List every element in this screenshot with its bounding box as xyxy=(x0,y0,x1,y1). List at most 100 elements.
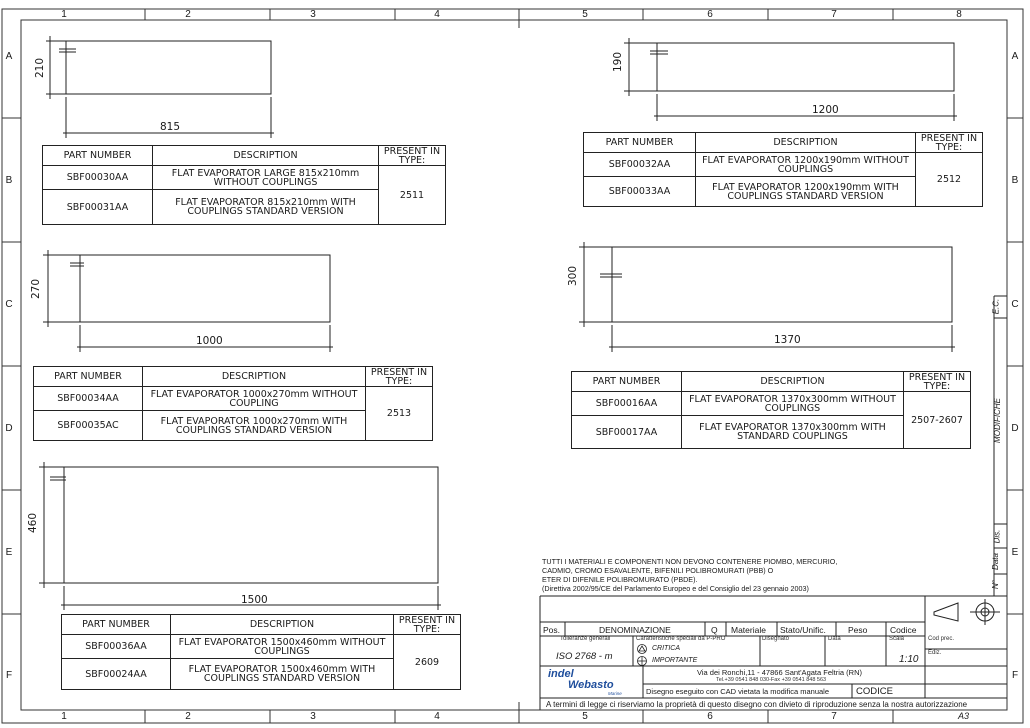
stato-label: Stato/Unific. xyxy=(780,625,826,635)
part-number-cell: SBF00032AA xyxy=(583,152,696,177)
title-block-frame xyxy=(539,595,1007,710)
tolleranze-label: Tolleranze generali xyxy=(560,636,611,642)
header-part-number: PART NUMBER xyxy=(33,366,143,387)
column-label: 1 xyxy=(61,711,67,722)
codice-column-label: Codice xyxy=(890,625,917,635)
pos-label: Pos. xyxy=(543,625,561,635)
ec-label: E.C. xyxy=(991,298,1001,315)
material-note-line: (Direttiva 2002/95/CE del Parlamento Eur… xyxy=(542,584,809,593)
header-present-in-type: PRESENT IN TYPE: xyxy=(915,132,983,153)
part-table: PART NUMBER DESCRIPTION PRESENT IN TYPE:… xyxy=(571,371,971,449)
revision-box-frame xyxy=(993,295,1007,596)
height-dimension: 270 xyxy=(30,278,43,300)
critica-symbol-icon xyxy=(637,644,647,654)
description-cell: FLAT EVAPORATOR 815x210mm WITH COUPLINGS… xyxy=(152,189,379,225)
part-table: PART NUMBER DESCRIPTION PRESENT IN TYPE:… xyxy=(583,132,983,207)
cod-prec-label: Cod prec. xyxy=(928,636,955,642)
column-label: 8 xyxy=(956,9,962,20)
height-dimension: 190 xyxy=(612,51,625,73)
part-number-cell: SBF00035AC xyxy=(33,410,143,441)
part-number-cell: SBF00034AA xyxy=(33,386,143,411)
evaporator-815-drawing xyxy=(46,36,274,138)
description-cell: FLAT EVAPORATOR 1370x300mm WITHOUT COUPL… xyxy=(681,391,904,416)
height-dimension: 210 xyxy=(34,57,47,79)
header-part-number: PART NUMBER xyxy=(583,132,696,153)
height-dimension: 300 xyxy=(567,265,580,287)
description-cell: FLAT EVAPORATOR 1200x190mm WITHOUT COUPL… xyxy=(695,152,916,177)
data-revision-label: Data xyxy=(990,553,1000,570)
material-note-line: CADMIO, CROMO ESAVALENTE, BIFENILI POLIB… xyxy=(542,566,774,575)
scala-label: Scala xyxy=(889,636,905,642)
data-label: Data xyxy=(828,636,841,642)
header-present-in-type: PRESENT IN TYPE: xyxy=(903,371,971,392)
evaporator-1500-drawing xyxy=(39,462,441,610)
column-label: 5 xyxy=(582,711,588,722)
header-present-in-type: PRESENT IN TYPE: xyxy=(393,614,461,635)
row-label: B xyxy=(1011,175,1019,186)
row-label: A xyxy=(1011,51,1019,62)
q-label: Q xyxy=(711,625,718,635)
column-label: 7 xyxy=(831,711,837,722)
width-dimension: 1500 xyxy=(241,594,268,606)
evaporator-1000-drawing xyxy=(43,250,333,352)
header-description: DESCRIPTION xyxy=(695,132,916,153)
column-label: 4 xyxy=(434,711,440,722)
dis-label: Dis. xyxy=(992,529,1002,544)
header-description: DESCRIPTION xyxy=(152,145,379,166)
height-dimension: 460 xyxy=(27,512,40,534)
ediz-label: Ediz. xyxy=(928,650,942,656)
type-cell: 2609 xyxy=(393,634,461,690)
importante-label: IMPORTANTE xyxy=(652,657,698,664)
critica-label: CRITICA xyxy=(652,645,680,652)
column-label: 2 xyxy=(185,9,191,20)
part-number-cell: SBF00017AA xyxy=(571,415,682,449)
materiale-label: Materiale xyxy=(731,625,766,635)
evaporator-1200-drawing xyxy=(624,38,957,121)
width-dimension: 815 xyxy=(160,121,181,133)
row-label: C xyxy=(1011,299,1019,310)
row-label: D xyxy=(1011,423,1019,434)
header-part-number: PART NUMBER xyxy=(42,145,153,166)
column-label: 7 xyxy=(831,9,837,20)
type-cell: 2512 xyxy=(915,152,983,207)
number-label: N° xyxy=(990,580,1000,589)
company-phone: Tel.+39 0541 848 030-Fax +39 0541 848 56… xyxy=(716,677,827,683)
scale-value: 1:10 xyxy=(899,654,919,665)
modifiche-label: MODIFICHE xyxy=(992,398,1002,443)
column-label: 6 xyxy=(707,711,713,722)
type-cell: 2511 xyxy=(378,165,446,225)
logo-webasto: Webasto xyxy=(568,679,614,691)
row-label: F xyxy=(5,670,13,681)
part-table: PART NUMBER DESCRIPTION PRESENT IN TYPE:… xyxy=(33,366,433,441)
part-table: PART NUMBER DESCRIPTION PRESENT IN TYPE:… xyxy=(61,614,461,690)
column-label: 1 xyxy=(61,9,67,20)
part-number-cell: SBF00024AA xyxy=(61,658,171,690)
description-cell: FLAT EVAPORATOR 1500x460mm WITHOUT COUPL… xyxy=(170,634,394,659)
header-part-number: PART NUMBER xyxy=(61,614,171,635)
denominazione-label: DENOMINAZIONE xyxy=(599,625,671,635)
codice-label: CODICE xyxy=(856,686,893,697)
row-label: E xyxy=(5,547,13,558)
company-address: Via dei Ronchi,11 - 47866 Sant'Agata Fel… xyxy=(697,668,862,677)
column-label: 3 xyxy=(310,711,316,722)
cad-note: Disegno eseguito con CAD vietata la modi… xyxy=(646,687,830,696)
description-cell: FLAT EVAPORATOR 1370x300mm WITH STANDARD… xyxy=(681,415,904,449)
description-cell: FLAT EVAPORATOR 1500x460mm WITH COUPLING… xyxy=(170,658,394,690)
width-dimension: 1200 xyxy=(812,104,839,116)
row-label: F xyxy=(1011,670,1019,681)
sheet-format: A3 xyxy=(958,711,970,721)
description-cell: FLAT EVAPORATOR LARGE 815x210mm WITHOUT … xyxy=(152,165,379,190)
caratteristiche-label: Caratteristiche speciali da P-PRO xyxy=(636,636,726,642)
column-label: 2 xyxy=(185,711,191,722)
part-number-cell: SBF00030AA xyxy=(42,165,153,190)
peso-label: Peso xyxy=(848,625,868,635)
row-label: C xyxy=(5,299,13,310)
tolerance-standard: ISO 2768 - m xyxy=(556,651,613,662)
header-description: DESCRIPTION xyxy=(170,614,394,635)
header-part-number: PART NUMBER xyxy=(571,371,682,392)
legal-notice: A termini di legge ci riserviamo la prop… xyxy=(546,700,968,709)
column-label: 6 xyxy=(707,9,713,20)
width-dimension: 1000 xyxy=(196,335,223,347)
part-number-cell: SBF00031AA xyxy=(42,189,153,225)
row-label: E xyxy=(1011,547,1019,558)
